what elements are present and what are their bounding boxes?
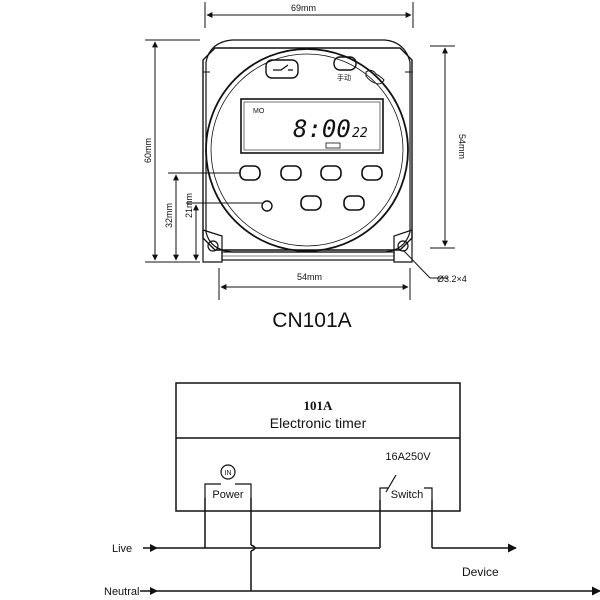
dim-height-54: 54mm <box>457 134 467 159</box>
lcd-indicator <box>325 142 341 149</box>
mounting-ear-right <box>393 229 413 263</box>
switch-label: Switch <box>391 489 423 501</box>
reset-button[interactable] <box>261 200 273 212</box>
timer-button-2[interactable] <box>280 165 302 181</box>
dim-height-32: 32mm <box>164 203 174 228</box>
lcd-time: 8:00 <box>293 115 351 143</box>
mounting-ear-left <box>202 229 223 263</box>
device-label: Device <box>462 565 499 579</box>
neutral-label: Neutral <box>104 586 139 598</box>
dimension-lines <box>145 2 455 300</box>
front-bezel <box>205 48 409 252</box>
timer-button-5[interactable] <box>300 195 322 211</box>
power-symbol-label: IN <box>225 470 232 477</box>
wiring-title: 101A <box>304 398 334 413</box>
timer-button-4[interactable] <box>361 165 383 181</box>
live-label: Live <box>112 543 132 555</box>
lcd-day: MO <box>253 108 265 115</box>
manual-label: 手动 <box>337 73 351 82</box>
timer-button-1[interactable] <box>239 165 261 181</box>
rating-label: 16A250V <box>385 451 431 463</box>
dim-bottom-width: 54mm <box>297 272 322 282</box>
model-name: CN101A <box>272 309 351 332</box>
dim-hole-spec: Ø3.2×4 <box>437 274 467 284</box>
dimension-drawing <box>202 39 413 263</box>
timer-button-3[interactable] <box>320 165 342 181</box>
lcd-seconds: 22 <box>352 126 368 141</box>
power-symbol <box>220 464 236 480</box>
dim-height-60: 60mm <box>143 138 153 163</box>
timer-button-6[interactable] <box>343 195 365 211</box>
wiring-diagram <box>140 382 600 596</box>
dim-height-21: 21mm <box>184 193 194 218</box>
hand-pointer-icon <box>365 69 385 85</box>
rocker-switch[interactable] <box>265 59 299 79</box>
wire-arrowheads <box>150 544 158 595</box>
wiring-subtitle: Electronic timer <box>270 415 367 431</box>
power-label: Power <box>212 489 244 501</box>
dim-top-width: 69mm <box>291 3 316 13</box>
manual-button[interactable] <box>333 56 357 71</box>
lcd-display <box>240 98 384 154</box>
timer-box <box>175 382 461 512</box>
